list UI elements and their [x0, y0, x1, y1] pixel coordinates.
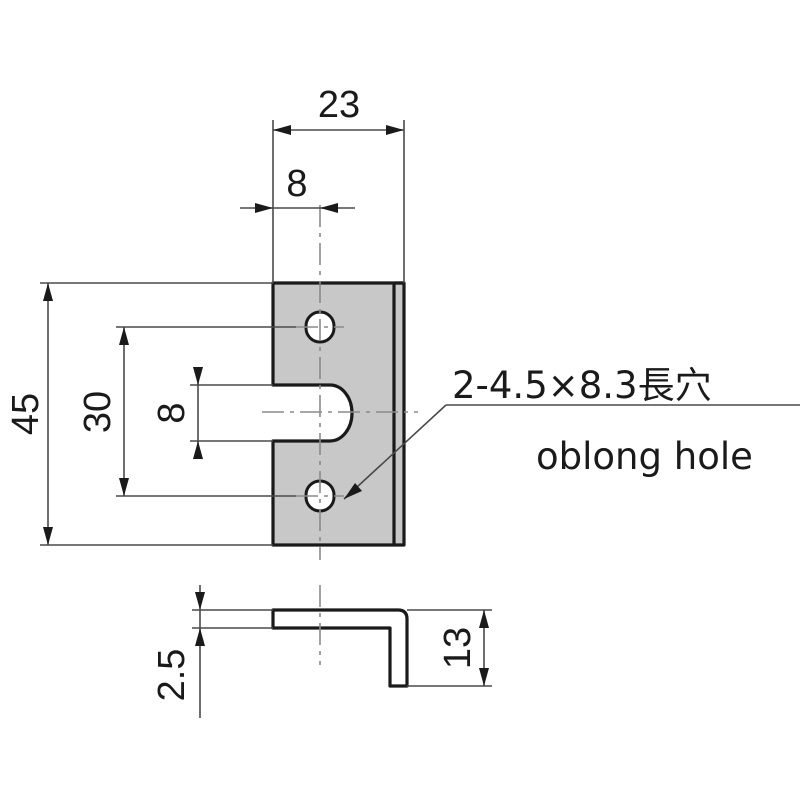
dim-label-hole-pitch: 30: [77, 391, 119, 433]
dimension-overall-width: 23: [272, 84, 405, 283]
dimension-overall-height: 45: [5, 282, 273, 546]
dim-label-slot-width: 8: [151, 402, 193, 423]
side-view: [271, 585, 409, 688]
dim-label-overall-width: 23: [318, 84, 360, 126]
dimension-flange-height: 13: [407, 609, 492, 687]
dim-label-hole-offset: 8: [286, 163, 307, 205]
front-view: [262, 205, 418, 560]
callout-spec: 2-4.5×8.3長穴: [452, 364, 712, 407]
dimension-hole-offset: 8: [240, 163, 355, 213]
dim-label-flange-height: 13: [437, 627, 479, 669]
dim-label-thickness: 2.5: [151, 649, 193, 702]
callout-description: oblong hole: [536, 435, 753, 478]
bracket-plate: [271, 281, 406, 547]
dim-label-overall-height: 45: [5, 393, 47, 435]
oblong-hole-callout: 2-4.5×8.3長穴 oblong hole: [343, 364, 800, 500]
dimension-hole-pitch: 30: [77, 326, 296, 497]
dimension-thickness: 2.5: [151, 585, 273, 718]
bracket-side-profile: [271, 608, 409, 688]
dimension-slot-width: 8: [151, 367, 273, 459]
